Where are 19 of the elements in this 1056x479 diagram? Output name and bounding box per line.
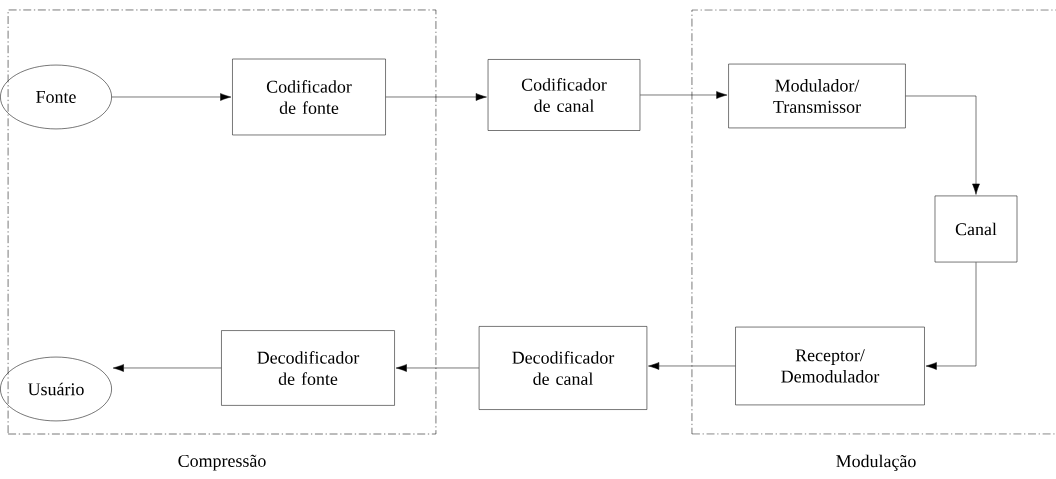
ellipse-node: Fonte <box>0 64 112 130</box>
process-box: Decodificador de fonte <box>221 330 395 406</box>
arrow <box>925 262 977 370</box>
arrow <box>905 95 980 195</box>
region-label: Compressão <box>178 454 266 471</box>
arrow <box>111 93 232 101</box>
process-box: Modulador/ Transmissor <box>728 63 906 129</box>
arrow <box>112 364 222 372</box>
process-box: Canal <box>934 195 1018 263</box>
arrow <box>385 93 487 101</box>
arrow <box>395 364 480 372</box>
process-box: Decodificador de canal <box>478 326 648 410</box>
process-box: Codificador de fonte <box>232 58 386 136</box>
arrow <box>639 91 728 99</box>
region-label: Modulação <box>836 454 916 471</box>
process-box: Receptor/ Demodulador <box>735 326 925 406</box>
ellipse-node: Usuário <box>0 356 112 422</box>
process-box: Codificador de canal <box>487 59 641 131</box>
arrow <box>648 362 736 370</box>
